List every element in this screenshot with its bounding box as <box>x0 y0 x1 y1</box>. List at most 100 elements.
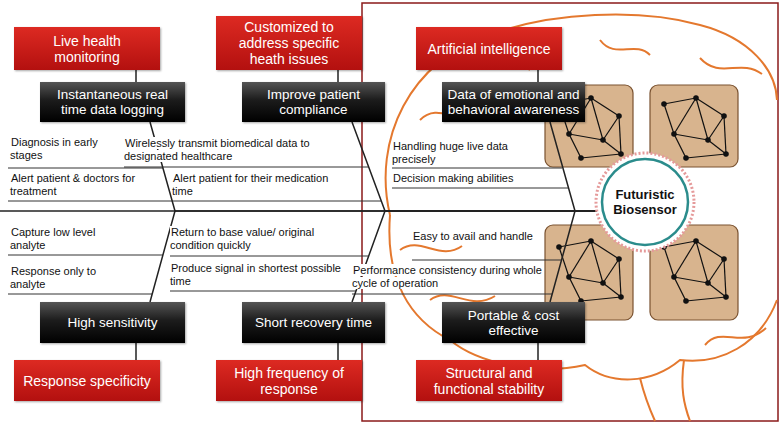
network-node <box>601 138 605 142</box>
annotation-label: Wirelessly transmit biomedical data to d… <box>124 137 310 162</box>
fishbone-line <box>550 211 597 302</box>
text-group: High frequency of response <box>221 365 357 397</box>
text-group: Futuristic Biosensor <box>593 187 697 217</box>
network-link <box>603 116 619 140</box>
network-link <box>708 140 726 154</box>
network-link <box>686 297 726 301</box>
network-link <box>581 297 621 301</box>
network-link <box>696 241 708 283</box>
fishbone-line <box>135 343 137 360</box>
annotation-label: Handling huge live data precisely <box>392 140 508 165</box>
annotation-label: Diagnosis in early stages <box>10 136 98 161</box>
network-node <box>619 295 623 299</box>
network-node <box>557 245 561 249</box>
network-link <box>696 98 708 140</box>
network-link <box>674 277 708 283</box>
annotation-label: Alert patient & doctors for treatment <box>10 172 135 197</box>
annotation-box: Capture low level analyte <box>10 226 110 252</box>
annotation-label: Response only to analyte <box>10 265 96 290</box>
network-node <box>601 281 605 285</box>
network-link <box>664 247 674 277</box>
annotation-label: Performance consistency during whole cyc… <box>352 264 542 289</box>
fishbone-line <box>135 70 137 82</box>
network-node <box>579 156 583 160</box>
feature-box: Response specificity <box>14 360 160 401</box>
feature-box: Live health monitoring <box>14 27 160 70</box>
feature-box: Customized to address specific heath iss… <box>216 16 362 70</box>
annotation-box: Wirelessly transmit biomedical data to d… <box>124 137 349 163</box>
network-link <box>603 283 621 297</box>
annotation-box: Response only to analyte <box>10 265 110 291</box>
center-circle: Futuristic Biosensor <box>593 150 697 254</box>
network-link <box>591 241 603 283</box>
node-text: High frequency of response <box>221 365 357 397</box>
network-link <box>664 104 674 134</box>
frame-rect <box>362 3 778 421</box>
feature-box: Structural and functional stability <box>416 360 562 401</box>
network-link <box>569 277 603 283</box>
text-group: Instantaneous real time data logging <box>45 87 180 117</box>
node-text: Response specificity <box>23 373 151 389</box>
network-node <box>722 114 726 118</box>
annotation-label: Alert patient for their medication time <box>172 172 328 197</box>
network-node <box>567 132 571 136</box>
node-text: High sensitivity <box>67 315 157 330</box>
fishbone-line <box>150 122 597 211</box>
network-link <box>569 134 603 140</box>
node-text: Instantaneous real time data logging <box>45 87 180 117</box>
network-link <box>591 98 603 140</box>
network-link <box>674 134 686 158</box>
node-text: Futuristic Biosensor <box>593 187 697 217</box>
network-node <box>684 156 688 160</box>
network-node <box>706 281 710 285</box>
network-link <box>674 134 708 140</box>
fishbone-line <box>537 343 539 360</box>
network-node <box>672 275 676 279</box>
network-link <box>708 259 724 283</box>
category-box: Data of emotional and behavioral awarene… <box>442 82 585 122</box>
fishbone-line <box>337 343 339 360</box>
network-node <box>589 96 593 100</box>
network-node <box>617 257 621 261</box>
category-box: Improve patient compliance <box>242 82 385 122</box>
text-group: Structural and functional stability <box>421 365 557 397</box>
network-link <box>603 259 619 283</box>
fishbone-line <box>352 122 597 211</box>
network-link <box>569 134 581 158</box>
network-link <box>619 259 621 297</box>
node-text: Improve patient compliance <box>247 87 380 117</box>
network-link <box>569 241 591 277</box>
neural-network <box>557 96 728 303</box>
network-node <box>706 138 710 142</box>
annotation-box: Decision making abilities <box>392 172 542 185</box>
annotation-label: Easy to avail and handle <box>412 230 534 242</box>
network-node <box>724 295 728 299</box>
network-node <box>662 102 666 106</box>
annotation-box: Return to base value/ original condition… <box>170 226 360 252</box>
text-group: Artificial intelligence <box>428 41 551 57</box>
node-text: Live health monitoring <box>19 33 155 65</box>
network-node <box>684 299 688 303</box>
node-text: Structural and functional stability <box>421 365 557 397</box>
annotation-box: Performance consistency during whole cyc… <box>352 264 544 290</box>
fishbone-line <box>150 211 597 302</box>
annotation-box: Alert patient & doctors for treatment <box>10 172 160 198</box>
text-group: High sensitivity <box>67 315 157 330</box>
category-box: Instantaneous real time data logging <box>40 82 185 122</box>
text-group: Data of emotional and behavioral awarene… <box>447 87 580 117</box>
fishbone-line <box>352 211 597 302</box>
network-link <box>664 98 696 104</box>
annotation-box: Diagnosis in early stages <box>10 136 105 162</box>
network-node <box>694 239 698 243</box>
network-link <box>674 98 696 134</box>
network-node <box>672 132 676 136</box>
node-text: Short recovery time <box>255 315 372 330</box>
category-box: High sensitivity <box>40 302 185 343</box>
annotation-box: Handling huge live data precisely <box>392 140 550 166</box>
network-link <box>708 283 726 297</box>
node-text: Customized to address specific heath iss… <box>221 19 357 67</box>
network-link <box>674 241 696 277</box>
network-link <box>603 140 621 154</box>
node-text: Portable & cost effective <box>447 308 580 338</box>
sub-bone <box>8 167 568 294</box>
